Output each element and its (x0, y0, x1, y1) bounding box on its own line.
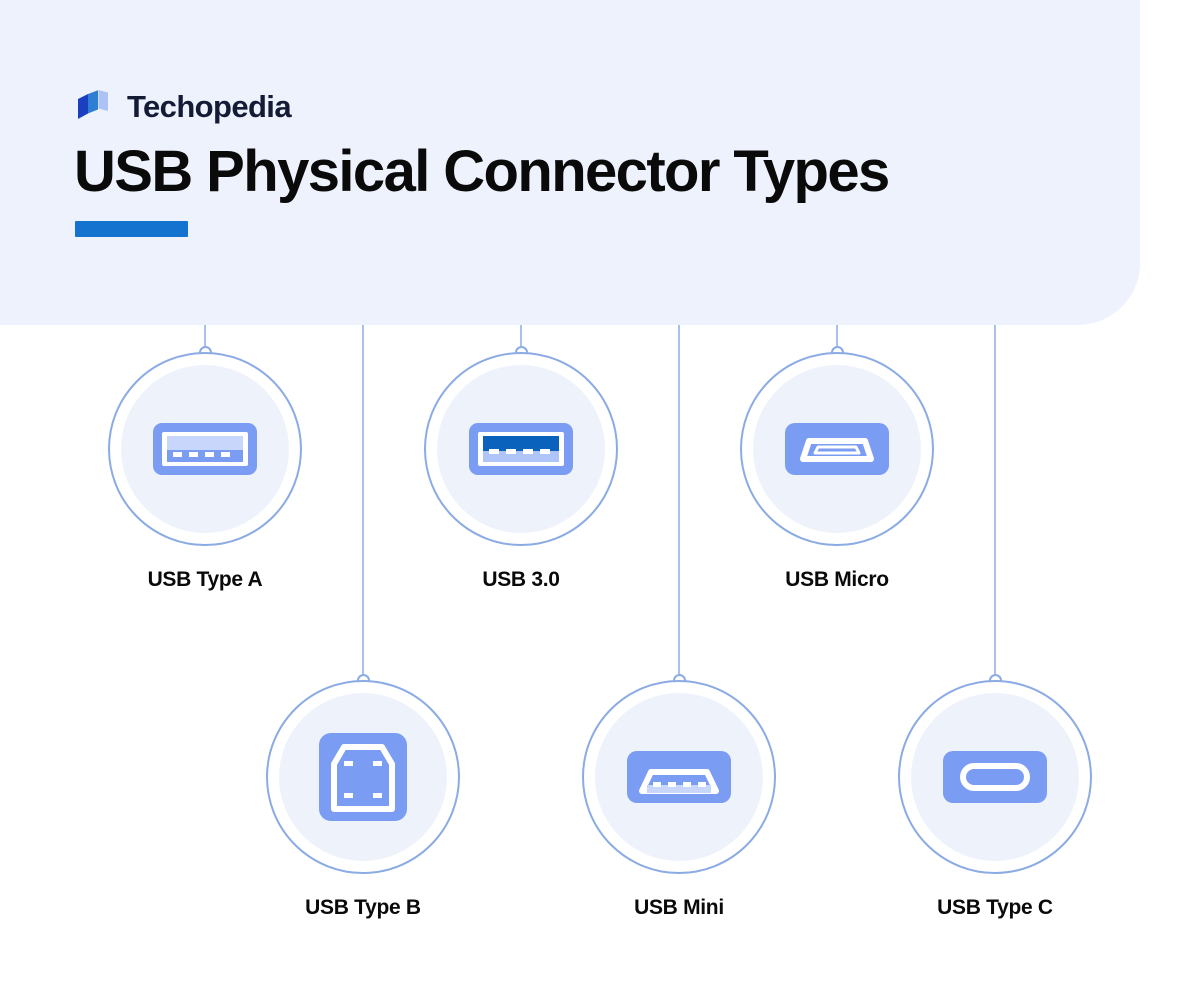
line-to-usb-micro (836, 325, 838, 353)
bubble-usb-type-b (266, 680, 460, 874)
bubble-usb-mini (582, 680, 776, 874)
usb-3-0-icon (469, 423, 573, 475)
bubble-usb-type-c (898, 680, 1092, 874)
bubble-usb-3-0 (424, 352, 618, 546)
label-usb-type-c: USB Type C (937, 896, 1053, 919)
bubble-usb-micro (740, 352, 934, 546)
header-band: Techopedia USB Physical Connector Types (0, 0, 1140, 325)
label-usb-3-0: USB 3.0 (482, 568, 560, 591)
label-usb-micro: USB Micro (785, 568, 889, 591)
connector-item-usb-mini[interactable]: USB Mini (582, 680, 776, 920)
label-usb-type-a: USB Type A (147, 568, 263, 591)
title-accent-rule (75, 221, 188, 237)
bubble-usb-type-a (108, 352, 302, 546)
line-to-usb-mini (678, 325, 680, 681)
connector-item-usb-micro[interactable]: USB Micro (740, 352, 934, 592)
line-to-usb-type-a (204, 325, 206, 353)
connector-item-usb-type-b[interactable]: USB Type B (266, 680, 460, 920)
page-title: USB Physical Connector Types (74, 139, 890, 204)
connector-item-usb-type-a[interactable]: USB Type A (108, 352, 302, 592)
usb-type-b-icon (319, 733, 407, 821)
label-usb-mini: USB Mini (634, 896, 724, 919)
line-to-usb-type-c (994, 325, 996, 681)
usb-mini-icon (627, 751, 731, 803)
brand-lockup: Techopedia (74, 84, 292, 128)
techopedia-logo-icon (74, 86, 114, 126)
connector-item-usb-3-0[interactable]: USB 3.0 (424, 352, 618, 592)
line-to-usb-type-b (362, 325, 364, 681)
usb-type-c-icon (943, 751, 1047, 803)
brand-name: Techopedia (127, 88, 292, 124)
label-usb-type-b: USB Type B (305, 896, 421, 919)
connector-item-usb-type-c[interactable]: USB Type C (898, 680, 1092, 920)
usb-type-a-icon (153, 423, 257, 475)
line-to-usb-3-0 (520, 325, 522, 353)
usb-micro-icon (785, 423, 889, 475)
